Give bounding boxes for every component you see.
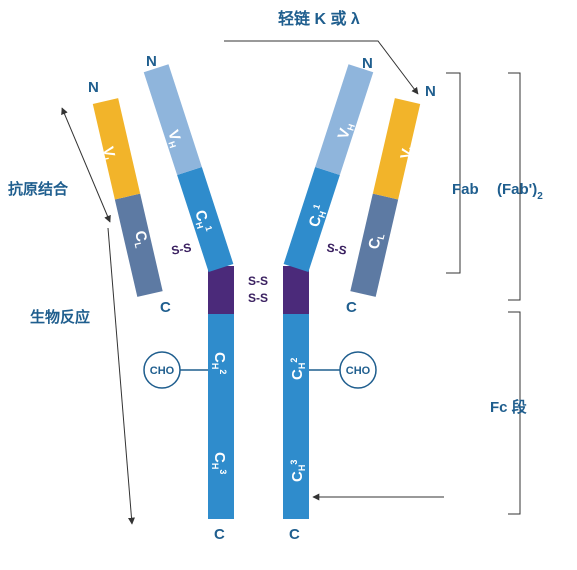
biological-reaction-label: 生物反应 — [30, 308, 90, 326]
c-terminal-left-heavy: C — [214, 526, 225, 543]
left-ch1-label: CH1 — [190, 208, 214, 235]
right-interchain-ss: S-S — [326, 240, 348, 257]
heavy-chain-right-ch3 — [283, 416, 309, 519]
n-terminal-left-heavy: N — [146, 53, 157, 70]
left-cl-domain — [114, 193, 163, 297]
right-vl-label: VL — [397, 141, 418, 161]
light-chain-left — [92, 98, 163, 297]
fc-label: Fc 段 — [490, 398, 527, 416]
left-ch2-label: CH2 — [210, 352, 228, 374]
heavy-chain-left-arm — [143, 64, 234, 273]
hinge-right — [283, 266, 309, 314]
cho-right-label: CHO — [346, 365, 371, 377]
fab2-bracket — [508, 72, 521, 301]
left-ch1-domain — [177, 166, 234, 273]
c-terminal-right-heavy: C — [289, 526, 300, 543]
left-ch3-label: CH3 — [210, 452, 228, 474]
right-cl-label: CL — [365, 231, 386, 251]
cho-left-circle — [143, 351, 181, 389]
cho-right-circle — [339, 351, 377, 389]
n-terminal-right-light: N — [425, 83, 436, 100]
n-terminal-right-heavy: N — [362, 55, 373, 72]
antigen-binding-arrow — [61, 107, 111, 223]
hinge-left — [208, 266, 234, 314]
right-ch1-label: CH1 — [306, 203, 330, 230]
right-ch1-domain — [283, 166, 340, 273]
heavy-chain-right-arm — [283, 64, 374, 273]
heavy-chain-left-ch2 — [208, 312, 234, 418]
fc-bracket — [508, 311, 521, 515]
left-cl-label: CL — [130, 229, 151, 249]
n-terminal-left-light: N — [88, 79, 99, 96]
cho-left-label: CHO — [150, 365, 175, 377]
left-vh-domain — [143, 64, 202, 176]
biological-reaction-arrow — [107, 227, 135, 525]
fab-bracket — [446, 72, 461, 274]
right-vh-label: VH — [335, 120, 357, 141]
light-chain-right — [350, 98, 421, 297]
right-ch3-label: CH3 — [289, 460, 307, 482]
antigen-binding-label: 抗原结合 — [8, 180, 69, 198]
light-chain-pointer — [224, 40, 419, 95]
right-vl-domain — [372, 98, 421, 200]
c-terminal-left-light: C — [160, 299, 171, 316]
right-vh-domain — [315, 64, 374, 176]
left-vh-label: VH — [163, 128, 185, 149]
fab2-label: (Fab')2 — [497, 181, 543, 202]
heavy-chain-left-ch3 — [208, 416, 234, 519]
fab-label: Fab — [452, 181, 479, 198]
right-ch2-label: CH2 — [289, 358, 307, 380]
light-chain-title: 轻链 K 或 λ — [278, 9, 360, 28]
c-terminal-right-light: C — [346, 299, 357, 316]
hinge-ss-bottom: S-S — [248, 291, 268, 305]
right-cl-domain — [350, 193, 399, 297]
hinge-ss-top: S-S — [248, 274, 268, 288]
left-interchain-ss: S-S — [170, 240, 192, 257]
heavy-chain-right-ch2 — [283, 312, 309, 418]
